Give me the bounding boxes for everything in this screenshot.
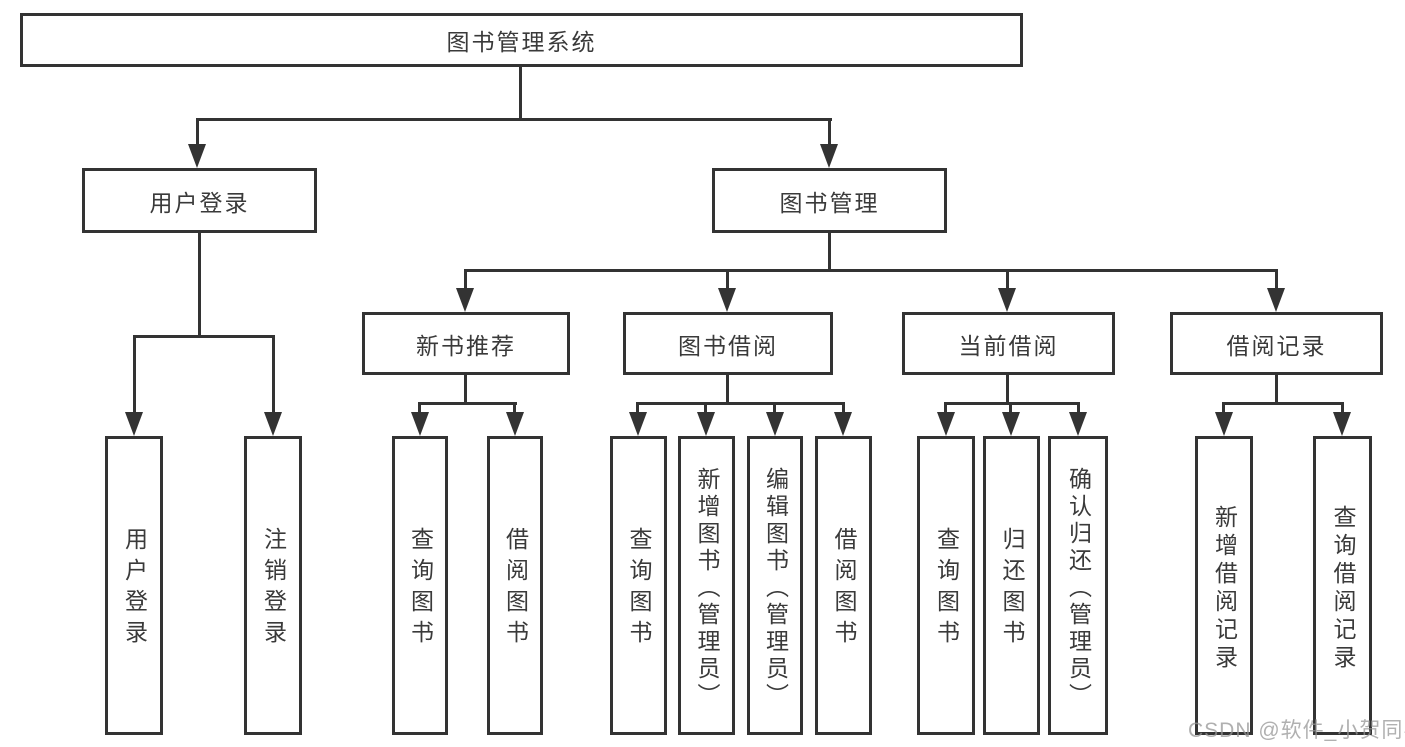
connector-currentborrow-stem: [1006, 375, 1009, 405]
connector-bookborrow-branch: [636, 402, 845, 405]
leaf-newbook-query: 查询图书: [392, 436, 448, 735]
connector-userlogin-branch: [133, 335, 275, 338]
arrowhead-bb-query: [629, 412, 647, 436]
node-new-book-recommend: 新书推荐: [362, 312, 570, 375]
connector-drop-book-mgmt: [828, 118, 831, 148]
node-book-borrow: 图书借阅: [623, 312, 833, 375]
leaf-borrow-edit-book-admin: 编辑图书（管理员）: [747, 436, 803, 735]
node-user-login: 用户登录: [82, 168, 317, 233]
arrowhead-nb-query: [411, 412, 429, 436]
csdn-watermark: CSDN @软件_小贺同学: [1188, 719, 1405, 742]
leaf-records-add: 新增借阅记录: [1195, 436, 1253, 735]
arrowhead-borrowrecords: [1267, 288, 1285, 312]
connector-bookmgmt-stem: [828, 233, 831, 272]
connector-drop-bookborrow: [726, 269, 729, 291]
arrowhead-cb-confirm: [1069, 412, 1087, 436]
arrowhead-bb-add: [697, 412, 715, 436]
arrowhead-newbooks: [456, 288, 474, 312]
leaf-borrow-query: 查询图书: [610, 436, 667, 735]
connector-drop-bb-query: [636, 402, 639, 415]
arrowhead-cb-query: [937, 412, 955, 436]
connector-drop-bb-add: [704, 402, 707, 415]
connector-drop-logout-leaf: [272, 335, 275, 415]
arrowhead-bookborrow: [718, 288, 736, 312]
leaf-current-return: 归还图书: [983, 436, 1040, 735]
connector-drop-user-login: [196, 118, 199, 148]
connector-drop-borrowrecords: [1275, 269, 1278, 291]
connector-level3-branch: [464, 269, 1278, 272]
connector-drop-br-query: [1341, 402, 1344, 415]
connector-newbooks-stem: [464, 375, 467, 405]
connector-drop-login-leaf: [133, 335, 136, 415]
connector-drop-nb-borrow: [513, 402, 516, 415]
node-borrow-records: 借阅记录: [1170, 312, 1383, 375]
arrowhead-br-query: [1333, 412, 1351, 436]
node-book-management: 图书管理: [712, 168, 947, 233]
connector-drop-newbooks: [464, 269, 467, 291]
connector-borrowrecords-stem: [1275, 375, 1278, 405]
arrowhead-br-add: [1215, 412, 1233, 436]
leaf-current-confirm-return-admin: 确认归还（管理员）: [1048, 436, 1108, 735]
connector-drop-currentborrow: [1006, 269, 1009, 291]
connector-drop-bb-borrow: [842, 402, 845, 415]
arrowhead-bb-edit: [766, 412, 784, 436]
connector-drop-cb-return: [1009, 402, 1012, 415]
leaf-borrow-add-book-admin: 新增图书（管理员）: [678, 436, 735, 735]
connector-bookborrow-stem: [726, 375, 729, 405]
arrowhead-login-leaf: [125, 412, 143, 436]
arrowhead-cb-return: [1002, 412, 1020, 436]
connector-drop-nb-query: [418, 402, 421, 415]
arrowhead-currentborrow: [998, 288, 1016, 312]
connector-drop-cb-query: [944, 402, 947, 415]
connector-root-stem: [519, 67, 522, 120]
connector-currentborrow-branch: [944, 402, 1080, 405]
arrowhead-user-login: [188, 144, 206, 168]
connector-borrowrecords-branch: [1222, 402, 1344, 405]
arrowhead-nb-borrow: [506, 412, 524, 436]
connector-newbooks-branch: [418, 402, 517, 405]
connector-level2-branch: [196, 118, 832, 121]
connector-drop-br-add: [1222, 402, 1225, 415]
leaf-records-query: 查询借阅记录: [1313, 436, 1372, 735]
leaf-current-query: 查询图书: [917, 436, 975, 735]
leaf-user-login: 用户登录: [105, 436, 163, 735]
arrowhead-bb-borrow: [834, 412, 852, 436]
arrowhead-book-mgmt: [820, 144, 838, 168]
leaf-newbook-borrow: 借阅图书: [487, 436, 543, 735]
node-root: 图书管理系统: [20, 13, 1023, 67]
node-current-borrow: 当前借阅: [902, 312, 1115, 375]
leaf-logout: 注销登录: [244, 436, 302, 735]
connector-userlogin-stem: [198, 233, 201, 338]
arrowhead-logout-leaf: [264, 412, 282, 436]
leaf-borrow-borrow-book: 借阅图书: [815, 436, 872, 735]
connector-drop-bb-edit: [773, 402, 776, 415]
connector-drop-cb-confirm: [1077, 402, 1080, 415]
